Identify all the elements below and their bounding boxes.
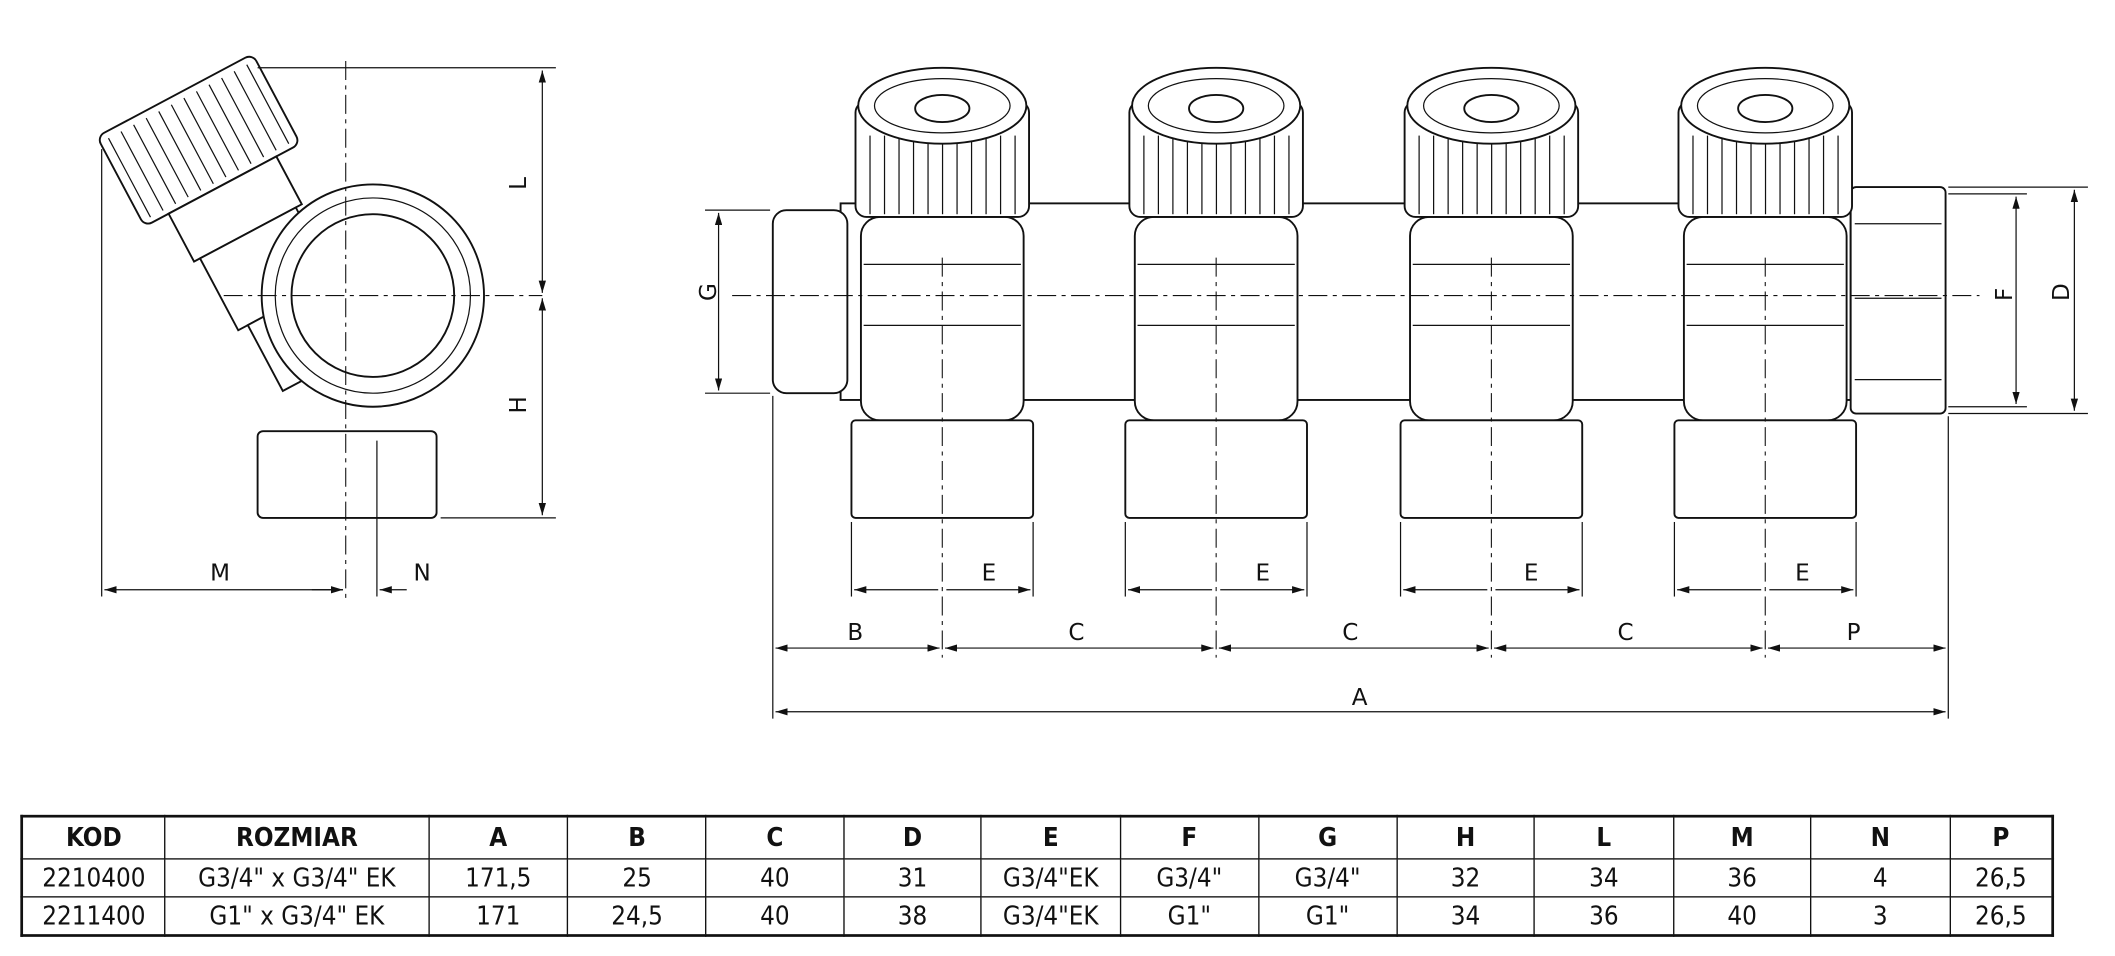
column-header: E <box>980 815 1121 860</box>
screw-icon <box>1188 93 1245 123</box>
valve-1 <box>850 66 1035 658</box>
table-cell: 24,5 <box>567 896 707 937</box>
dim-label-M: M <box>210 560 230 586</box>
column-header: P <box>1949 815 2054 860</box>
dim-label-B: B <box>847 620 863 646</box>
table-cell: 171 <box>427 896 569 937</box>
column-header: G <box>1257 815 1398 860</box>
column-header: M <box>1672 815 1812 860</box>
table-cell: G3/4" x G3/4" EK <box>164 858 430 898</box>
dim-label-P: P <box>1847 620 1861 646</box>
left-end-fitting <box>771 209 849 395</box>
table-cell: G3/4"EK <box>980 896 1121 937</box>
screw-icon <box>914 93 971 123</box>
dim-label-D: D <box>2049 283 2075 301</box>
table-cell: G3/4"EK <box>980 858 1121 898</box>
dim-label-N: N <box>414 560 431 586</box>
table-cell: 171,5 <box>427 858 569 898</box>
column-header: F <box>1119 815 1260 860</box>
dim-label-C: C <box>1068 620 1084 646</box>
dim-label-H: H <box>506 396 532 413</box>
dim-label-A: A <box>1352 685 1368 711</box>
table-cell: 32 <box>1396 858 1536 898</box>
table-cell: 26,5 <box>1949 858 2054 898</box>
table-cell: 34 <box>1533 858 1674 898</box>
column-header: KOD <box>21 815 167 860</box>
table-cell: 25 <box>567 858 707 898</box>
dim-label-C: C <box>1342 620 1358 646</box>
table-cell: G3/4" <box>1257 858 1398 898</box>
table-cell: 2210400 <box>21 858 167 898</box>
screw-icon <box>1737 93 1794 123</box>
column-header: L <box>1533 815 1674 860</box>
dim-label-E: E <box>982 560 997 586</box>
screw-icon <box>1463 93 1520 123</box>
column-header: ROZMIAR <box>164 815 430 860</box>
valve-4 <box>1673 66 1858 658</box>
column-header: D <box>843 815 982 860</box>
side-view <box>98 55 556 604</box>
column-header: N <box>1810 815 1951 860</box>
table-cell: 26,5 <box>1949 896 2054 937</box>
column-header: A <box>427 815 569 860</box>
dim-label-C: C <box>1617 620 1633 646</box>
table-cell: G3/4" <box>1119 858 1260 898</box>
drawing-canvas: L H M N G F D B C C C P A E E E E <box>98 55 2088 719</box>
table-cell: G1" <box>1257 896 1398 937</box>
dim-label-E: E <box>1255 560 1270 586</box>
dim-label-E: E <box>1795 560 1810 586</box>
table-cell: 40 <box>1672 896 1812 937</box>
dim-label-E: E <box>1524 560 1539 586</box>
table-cell: 40 <box>705 858 845 898</box>
table-cell: G1" x G3/4" EK <box>164 896 430 937</box>
table-cell: 36 <box>1672 858 1812 898</box>
table-cell: 36 <box>1533 896 1674 937</box>
table-cell: G1" <box>1119 896 1260 937</box>
table-cell: 40 <box>705 896 845 937</box>
column-header: H <box>1396 815 1536 860</box>
table-cell: 2211400 <box>21 896 167 937</box>
valve-3 <box>1399 66 1584 658</box>
table-cell: 4 <box>1810 858 1951 898</box>
front-view <box>732 66 1980 658</box>
side-bottom-nut <box>256 430 438 519</box>
dim-label-L: L <box>506 177 532 190</box>
column-header: B <box>567 815 707 860</box>
table-cell: 34 <box>1396 896 1536 937</box>
table-cell: 31 <box>843 858 982 898</box>
column-header: C <box>705 815 845 860</box>
table-cell: 3 <box>1810 896 1951 937</box>
valve-2 <box>1124 66 1308 658</box>
table-cell: 38 <box>843 896 982 937</box>
dim-label-F: F <box>1992 288 2018 301</box>
right-end-nut <box>1849 186 1947 415</box>
dim-label-G: G <box>696 283 722 301</box>
